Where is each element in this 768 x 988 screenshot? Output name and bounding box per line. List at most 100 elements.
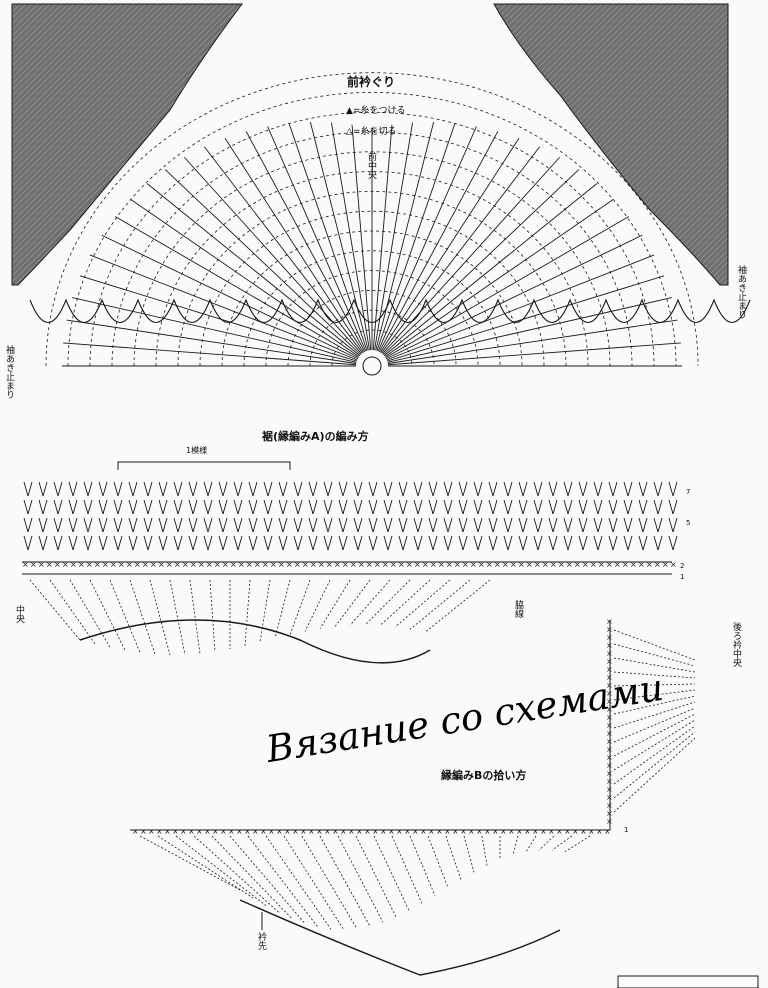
hem-stitch <box>612 517 618 533</box>
hem-stitch <box>552 481 558 497</box>
hem-stitch <box>447 535 453 551</box>
hem-stitch <box>578 481 584 497</box>
hem-stitch <box>447 517 453 533</box>
edge-b-x-stitch: × <box>596 827 603 836</box>
hem-x-stitch: × <box>110 560 117 569</box>
hem-stitch <box>293 535 299 551</box>
hem-pickup-line <box>129 579 156 655</box>
hem-stitch <box>537 481 543 497</box>
hem-stitch <box>143 517 149 533</box>
hem-x-stitch: × <box>438 560 445 569</box>
hem-stitch <box>593 499 599 515</box>
yoke-stitch-spoke <box>375 122 435 351</box>
hem-x-stitch: × <box>286 560 293 569</box>
hem-stitch <box>188 481 194 497</box>
hem-stitch <box>428 481 434 497</box>
edge-b-x-stitch: × <box>606 801 613 810</box>
hem-stitch <box>177 481 183 497</box>
hem-stitch <box>537 499 543 515</box>
edge-b-x-stitch: × <box>196 827 203 836</box>
hem-stitch <box>642 499 648 515</box>
edge-b-x-stitch: × <box>606 673 613 682</box>
edge-b-row-1: 1 <box>624 826 629 834</box>
hem-stitch <box>42 499 48 515</box>
edge-b-x-stitch: × <box>492 827 499 836</box>
edge-b-x-stitch: × <box>476 827 483 836</box>
hem-stitch <box>672 517 678 533</box>
hem-stitch <box>312 535 318 551</box>
hem-row-2: 2 <box>680 562 685 570</box>
hem-stitch <box>597 481 603 497</box>
edge-b-x-stitch: × <box>388 827 395 836</box>
legend-attach-yarn: ▲=糸をつける <box>346 106 406 116</box>
hem-stitch <box>42 517 48 533</box>
hem-stitch <box>357 499 363 515</box>
yoke-stitch-spoke <box>309 122 369 351</box>
hem-stitch <box>612 535 618 551</box>
yoke-stitch-spoke <box>245 131 366 352</box>
hem-stitch <box>398 499 404 515</box>
edge-b-x-stitch: × <box>606 729 613 738</box>
hem-stitch <box>173 517 179 533</box>
hem-stitch <box>293 481 299 497</box>
yoke-stitch-spoke <box>146 183 361 356</box>
yoke-round-row <box>199 210 545 367</box>
hem-stitch <box>593 535 599 551</box>
hem-stitch <box>368 481 374 497</box>
hem-x-stitch: × <box>118 560 125 569</box>
hem-stitch <box>147 517 153 533</box>
hem-stitch <box>233 517 239 533</box>
yoke-stitch-spoke <box>114 216 359 359</box>
hem-stitch <box>113 481 119 497</box>
hem-stitch <box>533 535 539 551</box>
hem-pickup-line <box>89 579 126 651</box>
hem-stitch <box>477 535 483 551</box>
hem-stitch <box>608 481 614 497</box>
edge-b-pickup-line <box>538 835 555 851</box>
hem-stitch <box>402 535 408 551</box>
hem-stitch <box>83 499 89 515</box>
edge-b-x-stitch: × <box>364 827 371 836</box>
hem-stitch <box>252 499 258 515</box>
yoke-stitch-spoke <box>386 254 655 361</box>
hem-stitch <box>477 481 483 497</box>
edge-b-x-stitch: × <box>580 827 587 836</box>
hem-stitch <box>387 481 393 497</box>
edge-b-x-stitch: × <box>340 827 347 836</box>
hem-stitch <box>563 481 569 497</box>
hem-stitch <box>582 517 588 533</box>
yoke-center-ring <box>362 356 382 376</box>
edge-b-pickup-line <box>613 725 696 785</box>
hem-stitch <box>102 535 108 551</box>
hem-stitch <box>477 517 483 533</box>
hem-stitch <box>128 499 134 515</box>
edge-b-pickup-line <box>613 643 696 667</box>
edge-b-x-stitch: × <box>508 827 515 836</box>
hem-stitch <box>518 535 524 551</box>
hem-stitch <box>188 499 194 515</box>
hem-stitch <box>593 481 599 497</box>
hem-stitch <box>132 535 138 551</box>
edge-b-pickup-line <box>445 835 462 880</box>
edge-b-x-stitch: × <box>606 793 613 802</box>
edge-b-pickup-line <box>427 835 449 888</box>
hem-stitch <box>252 481 258 497</box>
yoke-stitch-spoke <box>383 169 580 356</box>
hem-stitch <box>417 517 423 533</box>
hem-stitch <box>177 517 183 533</box>
hem-stitch <box>342 481 348 497</box>
hem-stitch <box>248 481 254 497</box>
hem-stitch <box>612 499 618 515</box>
edge-b-pickup-line <box>247 835 319 928</box>
hem-stitch <box>357 535 363 551</box>
hem-stitch <box>327 517 333 533</box>
hem-stitch <box>237 481 243 497</box>
edge-b-x-stitch: × <box>276 827 283 836</box>
hem-stitch <box>113 535 119 551</box>
hem-stitch <box>657 535 663 551</box>
hem-stitch <box>158 535 164 551</box>
hem-stitch <box>402 481 408 497</box>
hem-stitch <box>203 517 209 533</box>
hem-stitch <box>222 499 228 515</box>
